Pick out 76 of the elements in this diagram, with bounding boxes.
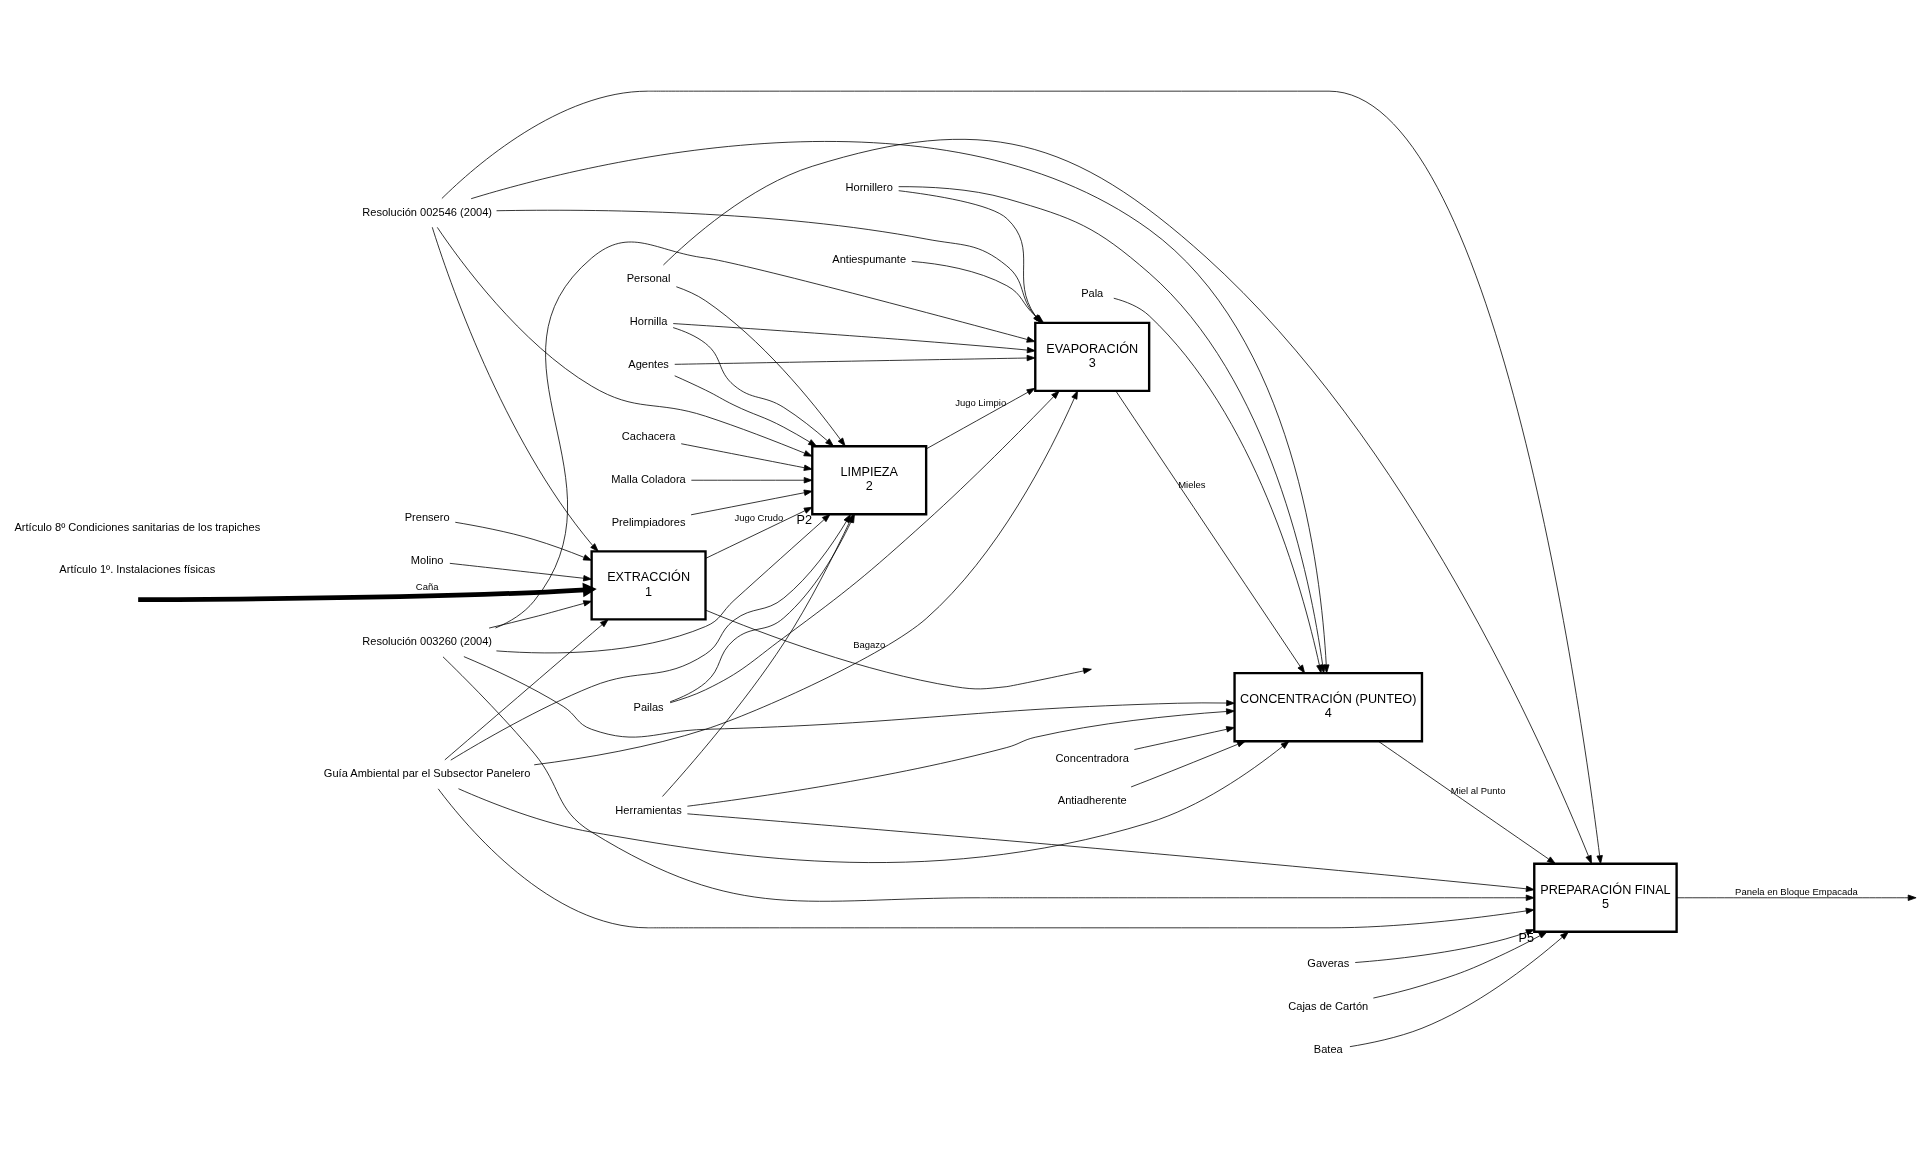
arrow — [672, 323, 1036, 354]
arrow — [925, 387, 1036, 450]
arrow — [705, 506, 813, 559]
arrow — [1130, 740, 1246, 788]
node-box: EXTRACCIÓN 1 — [590, 550, 707, 621]
arrow — [444, 619, 609, 761]
node-text: Gaveras — [1307, 957, 1350, 970]
node-text: Prensero — [404, 511, 450, 524]
node-label: P2 — [796, 513, 813, 528]
node-text: Cajas de Cartón — [1288, 999, 1369, 1012]
arrow — [1349, 931, 1569, 1048]
arrow — [687, 813, 1535, 892]
node-text: Concentradora — [1055, 751, 1129, 764]
arrow — [1113, 297, 1323, 674]
node-text: Resolución 002546 (2004) — [362, 205, 493, 218]
arrow — [431, 226, 599, 552]
node-text: Malla Coladora — [611, 473, 686, 486]
node-text: Agentes — [628, 357, 669, 370]
edge-label: Jugo Crudo — [734, 512, 784, 524]
arrow — [1354, 929, 1535, 963]
arrow — [441, 90, 1603, 864]
node-box: CONCENTRACIÓN (PUNTEO) 4 — [1233, 672, 1424, 743]
node-text: Pala — [1081, 287, 1104, 300]
arrow — [674, 354, 1036, 365]
arrow — [1377, 740, 1556, 865]
arrow — [488, 600, 592, 629]
edge-label: Bagazo — [853, 638, 886, 650]
arrow — [454, 521, 592, 561]
node-text: Herramientas — [615, 803, 682, 816]
arrow — [437, 788, 1535, 929]
arrow — [458, 740, 1290, 863]
arrow — [138, 575, 597, 602]
arrow — [1676, 894, 1917, 901]
arrow — [687, 708, 1235, 807]
node-text: Prelimpiadores — [611, 515, 686, 528]
node-text: Hornilla — [629, 315, 668, 327]
node-box: PREPARACIÓN FINAL 5 — [1533, 862, 1678, 933]
node-text: Cachacera — [621, 430, 676, 443]
edge-label: Miel al Punto — [1450, 784, 1506, 796]
arrow — [463, 656, 1235, 738]
arrow — [495, 241, 1036, 629]
arrow — [436, 226, 813, 457]
arrow — [672, 327, 834, 447]
arrow — [690, 477, 813, 484]
node-label: P5 — [1518, 930, 1535, 945]
arrow — [442, 656, 1535, 902]
node-box: EVAPORACIÓN 3 — [1034, 321, 1151, 393]
edge-label: Caña — [415, 580, 439, 592]
edge-label: Mieles — [1178, 478, 1206, 490]
node-text: Antiadherente — [1057, 794, 1127, 807]
label: Artículo 1º. Instalaciones físicas — [59, 563, 216, 576]
arrow — [663, 138, 1592, 864]
node-text: Hornillero — [845, 180, 893, 193]
arrow — [1372, 931, 1548, 999]
arrow — [449, 562, 592, 582]
node-text: Pailas — [633, 700, 664, 713]
arrow — [705, 609, 1092, 690]
arrow — [680, 443, 813, 471]
arrow — [675, 286, 846, 447]
edge-label: Jugo Limpio — [955, 396, 1007, 408]
label: Artículo 8º Condiciones sanitarias de los trapiches — [14, 520, 261, 533]
node-text: Resolución 003260 (2004) — [362, 635, 493, 648]
edge-label: Panela en Bloque Empacada — [1735, 886, 1858, 898]
node-text: Batea — [1313, 1042, 1343, 1055]
node-text: Personal — [626, 272, 671, 285]
arrow — [674, 375, 817, 447]
arrow — [1134, 726, 1235, 750]
node-text: Antiespumante — [832, 253, 907, 266]
node-text: Guía Ambiental par el Subsector Panelero — [323, 767, 531, 780]
arrow — [1115, 390, 1306, 674]
arrow — [669, 390, 1060, 704]
arrow — [690, 489, 813, 516]
node-box: LIMPIEZA 2 — [811, 445, 928, 516]
arrow — [533, 390, 1078, 766]
node-text: Molino — [410, 553, 444, 566]
arrow — [496, 513, 831, 654]
